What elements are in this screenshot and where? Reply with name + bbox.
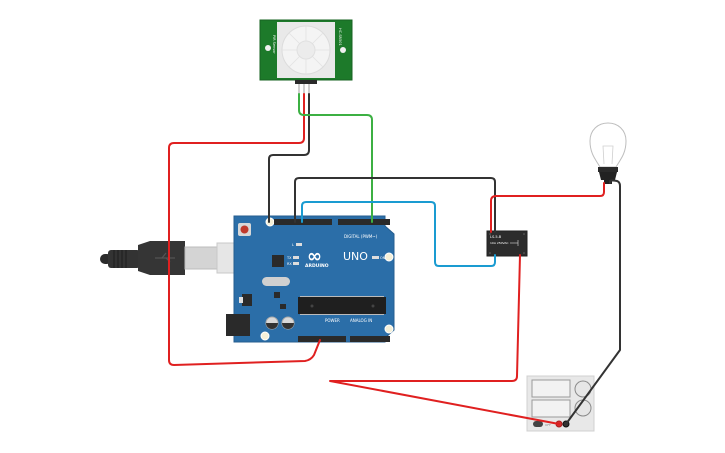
light-bulb[interactable] bbox=[589, 122, 627, 184]
analog-header bbox=[350, 336, 390, 342]
wires bbox=[168, 93, 621, 425]
mounting-hole bbox=[384, 324, 394, 334]
analog-header-label: ANALOG IN bbox=[350, 318, 372, 323]
bulb-filament-icon bbox=[602, 145, 614, 165]
power-supply[interactable]: OFF bbox=[526, 375, 595, 432]
voltage-regulator bbox=[242, 294, 252, 306]
chip-notch bbox=[371, 304, 375, 308]
bulb-socket-terminal bbox=[604, 180, 612, 184]
power-supply-display-current bbox=[531, 399, 571, 418]
arduino-brand-text: ARDUINO bbox=[305, 263, 329, 269]
usb-interface-chip bbox=[272, 255, 284, 267]
small-chip bbox=[280, 304, 286, 309]
capacitor-stripe bbox=[266, 323, 278, 329]
atmega-microcontroller bbox=[298, 297, 386, 314]
bulb-socket bbox=[599, 172, 617, 180]
wire-relay-gnd[interactable] bbox=[294, 177, 496, 233]
pir-sensor[interactable]: PIR Sensor HC-SR501 bbox=[259, 19, 353, 94]
power-supply-display-voltage bbox=[531, 379, 571, 398]
power-header bbox=[298, 336, 346, 342]
arduino-model-text: UNO bbox=[343, 250, 368, 263]
capacitor-stripe bbox=[282, 323, 294, 329]
wire-relay-to-psu[interactable] bbox=[329, 254, 560, 425]
relay-body bbox=[486, 230, 528, 257]
power-header-label: POWER bbox=[325, 318, 340, 323]
led-rx-label: RX bbox=[287, 262, 292, 266]
led-l-label: L bbox=[292, 243, 294, 247]
pir-dome-center bbox=[296, 40, 316, 60]
led-on bbox=[372, 256, 379, 259]
voltage-regulator-tab bbox=[239, 297, 243, 303]
mounting-hole bbox=[260, 331, 270, 341]
bulb-base bbox=[598, 167, 618, 172]
relay-label-rating: 10A 250VAC bbox=[490, 241, 509, 245]
mounting-hole bbox=[265, 45, 271, 51]
microcontroller-pins bbox=[300, 296, 384, 315]
pir-pin-header bbox=[295, 80, 317, 84]
mounting-hole bbox=[340, 47, 346, 53]
relay[interactable]: LS-5-B 10A 250VAC bbox=[486, 230, 528, 257]
dc-power-jack[interactable] bbox=[226, 314, 250, 336]
usb-plug-metal bbox=[184, 246, 218, 270]
wire-relay-signal[interactable] bbox=[301, 201, 496, 267]
wire-relay-to-bulb[interactable] bbox=[490, 182, 605, 233]
led-tx bbox=[293, 256, 299, 259]
usb-cable-strain-relief bbox=[108, 250, 140, 268]
pir-label-left: PIR Sensor bbox=[272, 35, 276, 54]
led-tx-label: TX bbox=[286, 256, 292, 260]
crystal-oscillator bbox=[262, 277, 290, 286]
digital-header-label: DIGITAL (PWM~) bbox=[344, 234, 378, 239]
chip-notch bbox=[310, 304, 314, 308]
small-chip bbox=[274, 292, 280, 298]
bulb-glass bbox=[589, 122, 627, 168]
mounting-hole bbox=[384, 252, 394, 262]
arduino-uno[interactable]: DIGITAL (PWM~) ∞ ARDUINO UNO L TX RX ON bbox=[226, 215, 395, 343]
led-l bbox=[296, 243, 302, 246]
wire-pir-out[interactable] bbox=[298, 93, 373, 223]
led-rx bbox=[293, 262, 299, 265]
power-switch-label: OFF bbox=[545, 423, 551, 427]
relay-pins bbox=[489, 233, 525, 254]
reset-button-cap[interactable] bbox=[240, 225, 249, 234]
wire-bulb-to-psu-gnd[interactable] bbox=[565, 179, 621, 425]
usb-cable[interactable] bbox=[100, 241, 238, 275]
arduino-logo-icon: ∞ bbox=[307, 246, 322, 267]
power-switch[interactable] bbox=[533, 421, 543, 427]
wire-pir-gnd[interactable] bbox=[268, 93, 310, 223]
relay-switch-symbol-icon bbox=[510, 240, 519, 246]
pir-label-right: HC-SR501 bbox=[338, 28, 342, 46]
wire-pir-vcc[interactable] bbox=[168, 93, 321, 366]
led-on-label: ON bbox=[380, 256, 386, 260]
pir-pins bbox=[298, 84, 310, 94]
digital-header-right bbox=[338, 219, 390, 225]
relay-label-model: LS-5-B bbox=[490, 235, 502, 239]
